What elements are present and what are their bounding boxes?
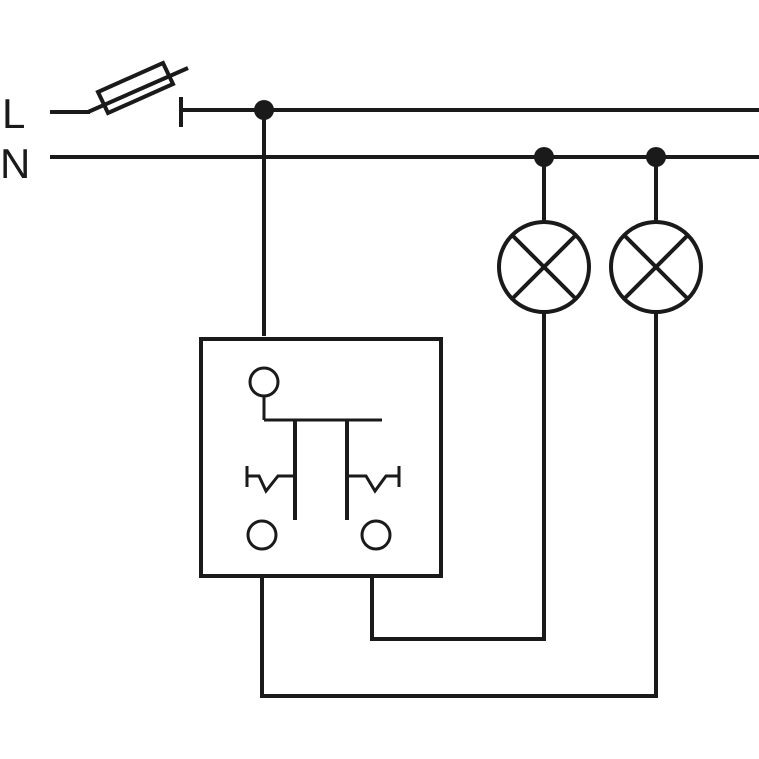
switch-left-toggle — [247, 474, 295, 494]
double-switch — [199, 337, 443, 578]
switch-input-terminal — [248, 366, 280, 398]
neutral-conductor — [50, 147, 759, 167]
lamp-2 — [609, 157, 703, 698]
neutral-line-label: N — [0, 140, 30, 187]
switched-wire-lamp-2 — [260, 576, 656, 698]
fuse-body — [95, 60, 176, 116]
switch-output-terminal-right — [360, 519, 392, 551]
live-conductor — [50, 60, 759, 127]
switch-output-terminal-left — [246, 519, 278, 551]
switch-housing — [199, 337, 443, 578]
live-line-label: L — [2, 90, 25, 137]
switch-right-toggle — [347, 474, 399, 494]
switched-wire-lamp-1 — [370, 576, 544, 641]
lamp-1 — [497, 157, 591, 641]
